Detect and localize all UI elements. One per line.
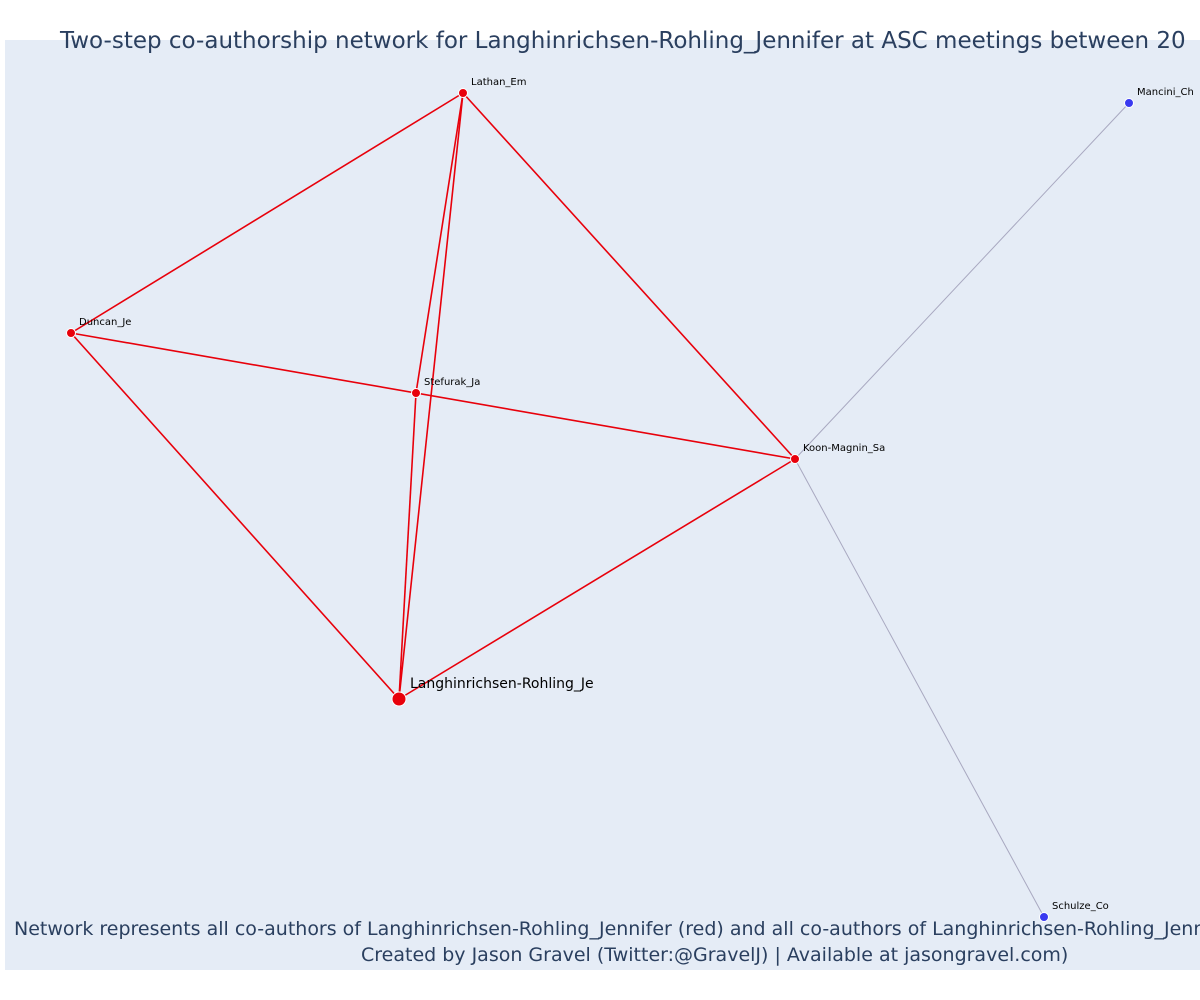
edge-Koon-Magnin_Sa-Schulze_Co — [794, 458, 1045, 918]
edge-Koon-Magnin_Sa-Mancini_Ch — [794, 102, 1130, 460]
plot-background — [5, 40, 1200, 970]
node-Mancini_Ch[interactable] — [1124, 98, 1134, 108]
node-label-Schulze_Co: Schulze_Co — [1052, 901, 1109, 912]
label-layer: Langhinrichsen-Rohling_Je Lathan_EmDuncan… — [79, 77, 1194, 912]
footer-note: Network represents all co-authors of Lan… — [14, 918, 1200, 940]
node-layer — [66, 88, 1134, 922]
node-label-Lathan_Em: Lathan_Em — [471, 77, 526, 88]
node-Lathan_Em[interactable] — [458, 88, 468, 98]
edge-Langhinrichsen-Rohling_Je-Koon-Magnin_Sa — [398, 458, 796, 700]
node-Stefurak_Ja[interactable] — [411, 388, 421, 398]
node-label-Mancini_Ch: Mancini_Ch — [1137, 87, 1194, 98]
edge-Lathan_Em-Koon-Magnin_Sa — [462, 92, 796, 460]
node-label-Koon-Magnin_Sa: Koon-Magnin_Sa — [803, 443, 885, 454]
node-Koon-Magnin_Sa[interactable] — [790, 454, 800, 464]
edge-Langhinrichsen-Rohling_Je-Duncan_Je — [70, 332, 400, 700]
node-label-Langhinrichsen-Rohling_Je: Langhinrichsen-Rohling_Je — [410, 676, 594, 692]
chart-title: Two-step co-authorship network for Langh… — [60, 28, 1186, 54]
edge-layer — [70, 92, 1130, 918]
edge-Lathan_Em-Duncan_Je — [70, 92, 464, 334]
node-label-Stefurak_Ja: Stefurak_Ja — [424, 377, 480, 388]
edge-Langhinrichsen-Rohling_Je-Stefurak_Ja — [398, 392, 417, 700]
footer-credit: Created by Jason Gravel (Twitter:@Gravel… — [361, 944, 1069, 966]
edge-Lathan_Em-Stefurak_Ja — [415, 92, 464, 394]
node-Langhinrichsen-Rohling_Je[interactable] — [391, 691, 407, 707]
node-label-Duncan_Je: Duncan_Je — [79, 317, 131, 328]
node-Duncan_Je[interactable] — [66, 328, 76, 338]
node-Schulze_Co[interactable] — [1039, 912, 1049, 922]
edge-Duncan_Je-Koon-Magnin_Sa — [70, 332, 796, 460]
